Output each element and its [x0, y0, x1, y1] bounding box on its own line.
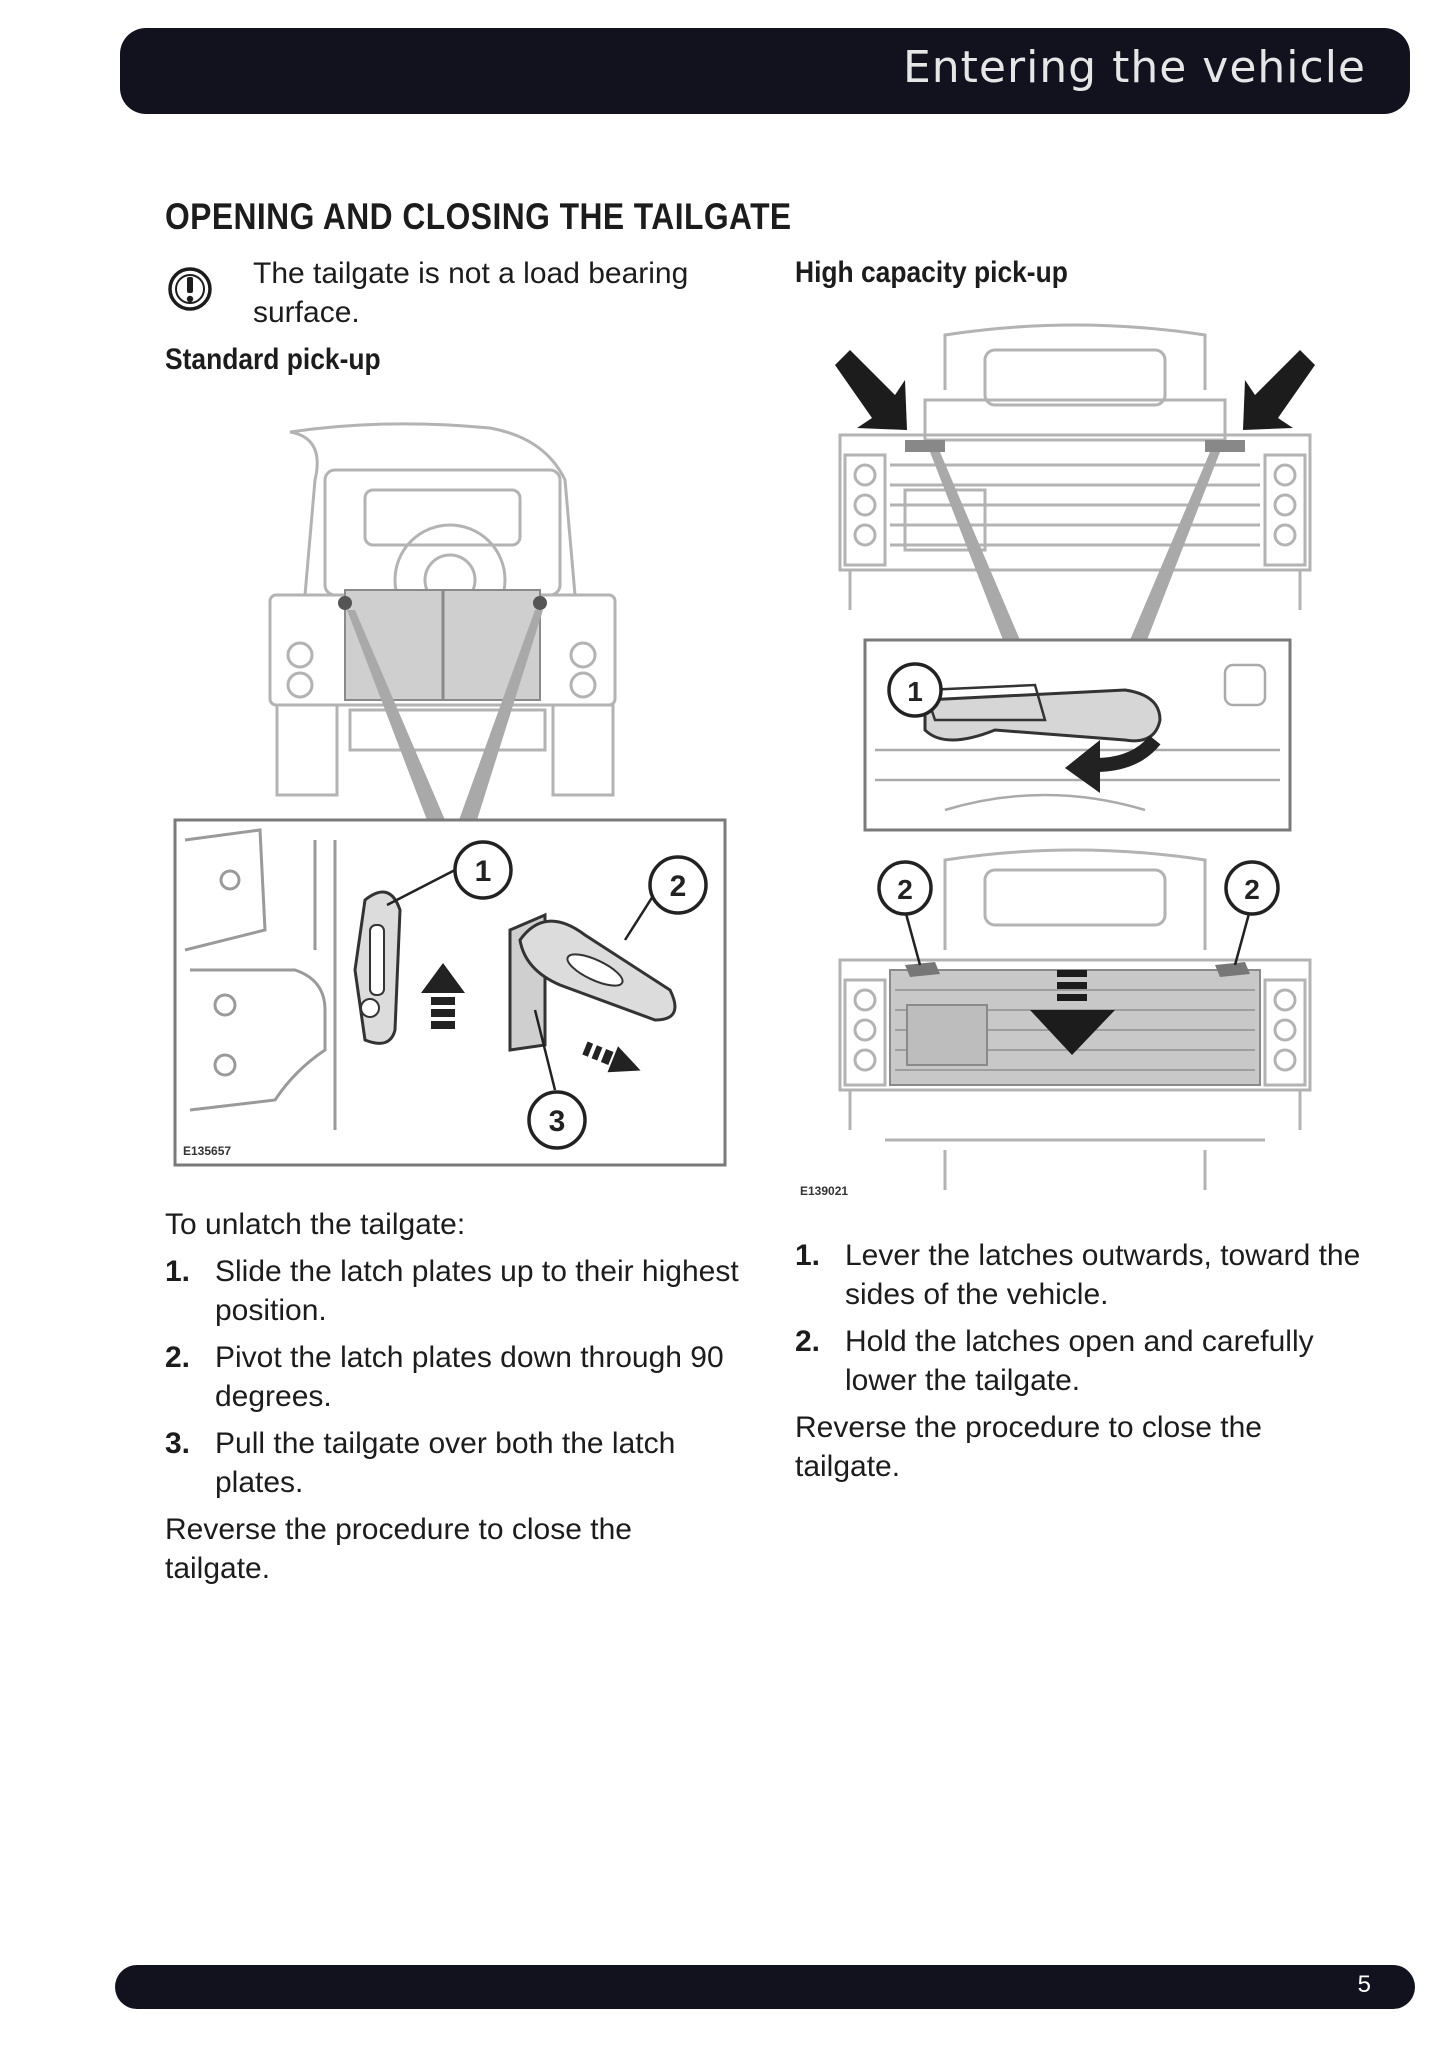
callout-3-label: 3	[549, 1105, 566, 1138]
standard-step-2: 2. Pivot the latch plates down through 9…	[165, 1338, 745, 1416]
standard-closing: Reverse the procedure to close the tailg…	[165, 1513, 632, 1585]
step-number: 2.	[165, 1341, 191, 1374]
step-text: Pull the tailgate over both the latch pl…	[215, 1427, 676, 1499]
callout-2: 2	[648, 855, 708, 915]
standard-pickup-heading: Standard pick-up	[165, 343, 381, 376]
callout-1-label: 1	[475, 855, 492, 888]
page-number: 5	[1357, 1971, 1371, 1998]
high-capacity-closing: Reverse the procedure to close the tailg…	[795, 1411, 1262, 1483]
standard-instructions: To unlatch the tailgate: 1. Slide the la…	[165, 1205, 745, 1588]
high-capacity-step-1: 1. Lever the latches outwards, toward th…	[795, 1236, 1365, 1314]
standard-intro: To unlatch the tailgate:	[165, 1208, 466, 1241]
step-number: 3.	[165, 1427, 191, 1460]
high-capacity-figure: 1 2 2 E139021	[800, 323, 1315, 1198]
step-text: Hold the latches open and carefully lowe…	[845, 1325, 1314, 1397]
standard-step-3: 3. Pull the tailgate over both the latch…	[165, 1424, 745, 1502]
figure-code: E135657	[183, 1144, 231, 1158]
warning-text: The tailgate is not a load bearing surfa…	[253, 257, 689, 329]
callout-2-right: 2	[1224, 860, 1280, 916]
step-text: Pivot the latch plates down through 90 d…	[215, 1341, 724, 1413]
callout-2-label: 2	[670, 870, 687, 903]
callout-1: 1	[887, 662, 943, 718]
header-title: Entering the vehicle	[902, 42, 1366, 93]
high-capacity-instructions: 1. Lever the latches outwards, toward th…	[795, 1228, 1365, 1486]
standard-step-1: 1. Slide the latch plates up to their hi…	[165, 1252, 745, 1330]
standard-pickup-figure: 1 2 3 E135657	[173, 422, 727, 1167]
callout-2-right-label: 2	[1244, 874, 1260, 905]
section-title: OPENING AND CLOSING THE TAILGATE	[165, 196, 792, 237]
step-number: 1.	[795, 1239, 821, 1272]
callout-3: 3	[527, 1090, 587, 1150]
callout-2-left-label: 2	[897, 874, 913, 905]
step-text: Slide the latch plates up to their highe…	[215, 1255, 739, 1327]
warning-exclamation-icon	[168, 267, 212, 311]
step-number: 2.	[795, 1325, 821, 1358]
callout-1-label: 1	[907, 676, 923, 707]
step-text: Lever the latches outwards, toward the s…	[845, 1239, 1361, 1311]
callout-2-left: 2	[877, 860, 933, 916]
callout-1: 1	[453, 840, 513, 900]
figure-code: E139021	[800, 1184, 848, 1198]
high-capacity-step-2: 2. Hold the latches open and carefully l…	[795, 1322, 1365, 1400]
high-capacity-heading: High capacity pick-up	[795, 256, 1068, 289]
step-number: 1.	[165, 1255, 191, 1288]
header-bar: Entering the vehicle	[120, 28, 1410, 114]
footer-bar: 5	[115, 1965, 1415, 2009]
